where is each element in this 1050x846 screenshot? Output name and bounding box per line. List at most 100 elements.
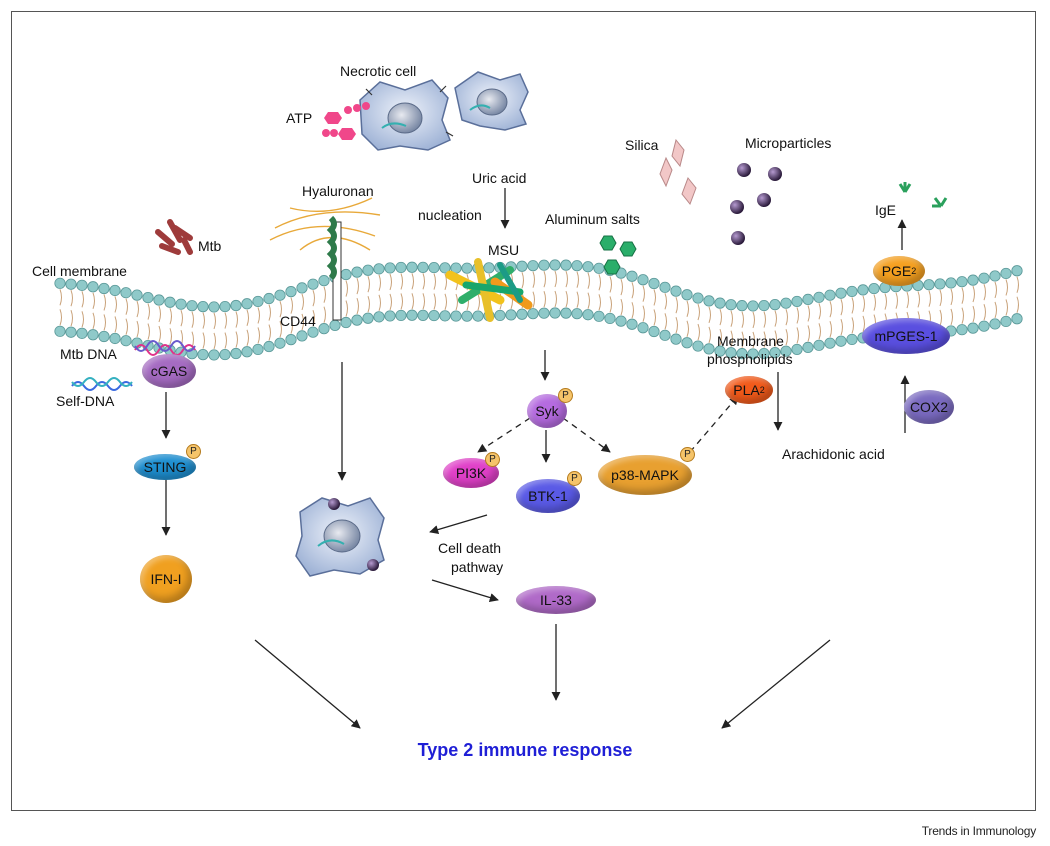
pathway-arrows [161,188,910,729]
lipid-tail [939,289,942,327]
lipid-head-inner [846,333,858,346]
lipid-tail [169,308,172,345]
lipid-tail [345,280,348,317]
lipid-head-inner [549,307,561,319]
cell-with-particles [295,497,385,577]
lipid-tail [378,274,381,312]
pge2-subscript: 2 [911,266,917,276]
lipid-head-outer [835,287,847,299]
msu-crystals-icon [445,258,533,322]
lipid-head-outer [307,278,319,290]
lipid-head-outer [164,296,176,308]
lipid-tail [532,271,535,308]
pi3k-phospho-badge: P [485,452,500,467]
lipid-head-inner [626,318,638,330]
lipid-head-inner [703,343,715,355]
cell-death-pathway-label: pathway [451,559,504,575]
journal-footer: Trends in Immunology [921,824,1036,838]
lipid-head-outer [142,291,154,304]
lipid-tail [246,309,249,346]
lipid-head-outer [65,278,77,290]
lipid-head-inner [329,319,341,332]
lipid-head-inner [87,329,99,341]
microparticles-icon [730,163,782,245]
lipid-head-outer [945,277,957,289]
pla2-text: PLA [733,382,760,398]
lipid-tail [180,309,183,347]
lipid-head-outer [296,282,308,294]
lipid-tail [653,289,656,326]
lipid-head-inner [758,347,770,360]
lipid-head-inner [593,310,605,322]
lipid-head-inner [714,345,726,357]
hyaluronan-label: Hyaluronan [302,183,374,199]
lipid-tail [103,294,106,331]
lipid-head-inner [582,309,594,321]
lipid-tail [290,297,293,334]
syk-phospho-badge: P [558,388,573,403]
lipid-head-outer [857,284,869,296]
lipid-head-outer [197,301,209,313]
lipid-tail [279,301,282,338]
cd44-label: CD44 [280,313,316,329]
cell-membrane-label: Cell membrane [32,263,127,279]
lipid-head-inner [318,323,330,335]
cd44-receptor-icon [326,215,342,321]
lipid-head-inner [54,325,66,337]
lipid-tail [774,310,777,347]
lipid-head-outer [384,262,396,274]
lipid-head-inner [417,309,429,321]
lipid-head-outer [571,260,583,272]
lipid-head-inner [681,337,693,349]
lipid-head-inner [956,324,968,336]
lipid-head-outer [439,262,451,274]
p38-mapk-node: p38-MAPK [598,455,692,495]
cell-death-label: Cell death [438,540,502,556]
pge2-text: PGE [881,263,912,279]
lipid-head-inner [219,348,231,361]
lipid-head-outer [659,281,671,293]
lipid-tail [367,276,370,313]
lipid-tail [719,308,722,346]
lipid-head-inner [450,310,462,322]
lipid-tail [444,273,447,311]
lipid-head-outer [923,279,935,291]
lipid-head-inner [461,310,473,322]
lipid-head-inner [692,340,704,352]
lipid-head-inner [769,347,781,359]
lipid-tail [961,287,964,324]
lipid-tail [235,311,238,348]
il-33-node: IL-33 [516,586,596,614]
lipid-tail [620,278,623,316]
lipid-head-outer [318,275,330,287]
lipid-head-inner [208,349,220,361]
lipid-tail [433,273,436,310]
lipid-tail [323,286,326,323]
lipid-tail [158,305,161,343]
lipid-head-inner [274,337,286,349]
phospholipids-label: phospholipids [707,351,793,367]
lipid-head-inner [835,335,847,347]
lipid-head-outer [593,262,605,274]
mtb-dna-label: Mtb DNA [60,346,117,362]
lipid-head-inner [571,308,583,320]
lipid-tail [1016,276,1019,313]
lipid-tail [301,293,304,331]
figure-frame [11,11,1036,811]
lipid-head-inner [604,312,616,325]
pla2-subscript: 2 [759,385,765,395]
lipid-tail [796,307,799,344]
lipid-head-outer [175,298,187,310]
lipid-tail [862,295,865,333]
figure-title: Type 2 immune response [417,740,633,760]
lipid-tail [191,311,194,348]
lipid-head-outer [351,266,363,278]
lipid-head-inner [560,307,572,319]
lipid-head-outer [483,262,495,274]
lipid-tail [70,290,73,327]
lipid-head-outer [813,291,825,303]
mpges-1-node: mPGES-1 [862,318,950,354]
lipid-head-outer [670,285,682,297]
lipid-head-outer [549,259,561,271]
